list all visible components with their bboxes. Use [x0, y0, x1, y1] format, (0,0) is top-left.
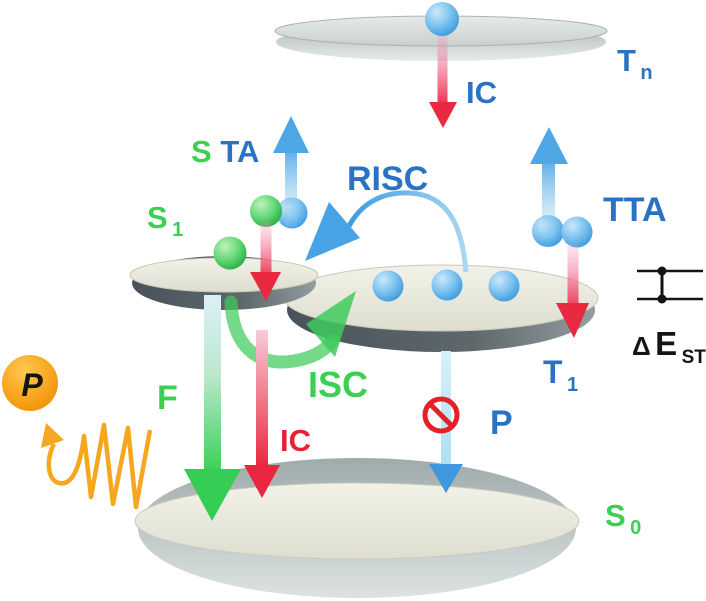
- no-entry-icon: [422, 396, 460, 434]
- exciton-sphere-blue-t1-1: [372, 270, 404, 302]
- t1-label-subscript: 1: [567, 374, 578, 396]
- phosphorescence-arrow-shaft: [441, 351, 451, 466]
- s0-label-subscript: 0: [630, 517, 641, 539]
- exciton-sphere-green-sta: [250, 195, 282, 227]
- delta-est-subscript: ST: [682, 347, 706, 368]
- s0-level-disk: [134, 458, 580, 598]
- ic-arrow-shaft: [437, 34, 448, 104]
- isc-arrow: [224, 291, 356, 369]
- ic-arrow-s1-s0: [244, 330, 280, 498]
- risc-arrow: [305, 190, 469, 273]
- photon-arrow-head: [41, 423, 64, 448]
- delta-est-symbol: E: [655, 325, 677, 362]
- tn-label-subscript: n: [640, 62, 652, 84]
- phosphorescence-arrow-head: [429, 464, 463, 493]
- tta-group: [530, 127, 593, 338]
- p-label: P: [490, 404, 513, 442]
- photon-p-circle: [2, 355, 58, 411]
- t1-label-symbol: T: [543, 354, 563, 390]
- tn-label: T n: [617, 43, 653, 84]
- s1-label: S 1: [147, 200, 183, 241]
- ic-long-arrow-shaft: [256, 330, 268, 467]
- delta-est-delta: Δ: [632, 331, 651, 361]
- ic-mid-label: IC: [280, 423, 311, 458]
- risc-arrow-arc: [345, 190, 469, 273]
- ic-top-label: IC: [466, 75, 497, 110]
- sta-label-ta: TA: [220, 134, 259, 169]
- sta-group: [250, 116, 309, 301]
- ic-long-arrow-head: [244, 465, 280, 498]
- photon-p-badge: P: [2, 355, 58, 411]
- fluorescence-arrow-shaft: [204, 295, 221, 471]
- s0-disk-surface: [134, 482, 580, 560]
- sta-label: S TA: [191, 134, 259, 169]
- exciton-sphere-green-s1: [213, 236, 247, 270]
- t1-label: T 1: [543, 354, 578, 396]
- s1-label-subscript: 1: [172, 219, 183, 241]
- ic-arrow-tn-t1: [429, 34, 457, 128]
- photon-wavy-arrow: [41, 422, 153, 510]
- sta-up-arrow: [273, 116, 309, 227]
- photon-wave: [46, 422, 153, 510]
- exciton-sphere-blue-t1-3: [488, 270, 520, 302]
- s0-label-symbol: S: [605, 498, 626, 533]
- tta-label: TTA: [603, 191, 667, 229]
- isc-label: ISC: [308, 364, 368, 405]
- tta-down-arrow: [556, 244, 589, 338]
- delta-est-label: Δ E ST: [632, 325, 706, 368]
- s0-label: S 0: [605, 498, 641, 539]
- fluorescence-arrow: [184, 295, 241, 521]
- s1-label-symbol: S: [147, 200, 168, 235]
- risc-label: RISC: [347, 160, 428, 198]
- exciton-sphere-blue-tn: [425, 2, 459, 36]
- tn-label-symbol: T: [617, 43, 636, 78]
- exciton-sphere-blue-tta-2: [561, 216, 593, 248]
- ic-arrow-head: [429, 102, 457, 128]
- risc-arrow-head: [305, 202, 360, 261]
- tta-up-arrow: [530, 127, 568, 238]
- f-label: F: [157, 379, 178, 417]
- phosphorescence-arrow: [429, 351, 463, 493]
- isc-arrow-arc: [224, 295, 340, 369]
- sta-label-s: S: [191, 134, 212, 169]
- sta-down-arrow: [250, 222, 281, 301]
- photon-p-label: P: [21, 367, 43, 403]
- isc-arrow-head: [306, 291, 356, 357]
- fluorescence-arrow-head: [184, 469, 241, 521]
- exciton-sphere-blue-t1-2: [431, 269, 463, 301]
- delta-est-levels-icon: [637, 266, 703, 304]
